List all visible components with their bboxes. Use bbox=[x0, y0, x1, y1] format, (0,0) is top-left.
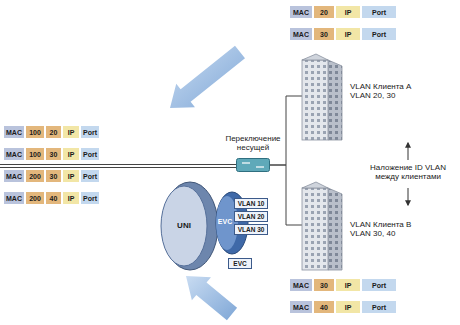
frame-field: IP bbox=[62, 191, 80, 205]
connector-wire bbox=[270, 165, 302, 225]
vlan-tag: VLAN 20 bbox=[234, 211, 268, 222]
frame-field: IP bbox=[62, 169, 80, 183]
carrier-switch-shape bbox=[236, 158, 270, 172]
frame-field: MAC bbox=[289, 278, 313, 292]
uni-port: VLAN 10VLAN 20VLAN 30EVCEVCUNI bbox=[158, 180, 274, 272]
frame-field: IP bbox=[335, 300, 361, 314]
evc-cylinder: VLAN 10 VLAN 20 VLAN 30EVC bbox=[214, 190, 264, 256]
frame-field: MAC bbox=[3, 147, 25, 161]
overlap-arrow bbox=[408, 188, 409, 205]
frame-field: 200 bbox=[25, 191, 45, 205]
frame-field: IP bbox=[62, 125, 80, 139]
evc-box: EVC bbox=[228, 258, 252, 269]
frame-field: MAC bbox=[289, 5, 313, 19]
frame-field: IP bbox=[62, 147, 80, 161]
frame-field: MAC bbox=[3, 191, 25, 205]
carrier-switch: Переключение несущей bbox=[236, 158, 270, 172]
frame-field: MAC bbox=[3, 125, 25, 139]
frame-field: IP bbox=[335, 5, 361, 19]
building-shape bbox=[298, 180, 346, 270]
frame-field: MAC bbox=[289, 27, 313, 41]
frame-field: Port bbox=[361, 27, 397, 41]
frame-field: Port bbox=[80, 191, 100, 205]
tag-text: VLAN 20 bbox=[235, 213, 267, 220]
frame-field: 200 bbox=[25, 169, 45, 183]
frame-field: 20 bbox=[313, 5, 335, 19]
frame-field: IP bbox=[335, 278, 361, 292]
frame-field: IP bbox=[335, 27, 361, 41]
node-label: VLAN Клиента B VLAN 30, 40 bbox=[350, 220, 420, 238]
vlan-tag: VLAN 30 bbox=[234, 224, 268, 235]
tag-text: EVC bbox=[229, 260, 251, 267]
vlan-tag: VLAN 10 bbox=[234, 198, 268, 209]
building: VLAN Клиента A VLAN 20, 30 bbox=[298, 52, 346, 140]
trunk-wire bbox=[0, 167, 236, 168]
frame-field: 40 bbox=[313, 300, 335, 314]
frame-field: 40 bbox=[45, 191, 62, 205]
frame-field: Port bbox=[80, 125, 100, 139]
frame-field: 30 bbox=[45, 147, 62, 161]
frame-field: 100 bbox=[25, 147, 45, 161]
frame-field: 20 bbox=[45, 125, 62, 139]
frame-field: 30 bbox=[45, 169, 62, 183]
note-text: Наложение ID VLAN между клиентами bbox=[363, 163, 453, 181]
trunk-wire bbox=[0, 164, 236, 165]
flow-arrow bbox=[186, 276, 237, 320]
building: VLAN Клиента B VLAN 30, 40 bbox=[298, 180, 346, 270]
node-label: VLAN Клиента A VLAN 20, 30 bbox=[350, 82, 420, 100]
frame-field: Port bbox=[361, 5, 397, 19]
frame-field: MAC bbox=[289, 300, 313, 314]
frame-field: Port bbox=[80, 169, 100, 183]
frame-field: Port bbox=[80, 147, 100, 161]
frame-field: Port bbox=[361, 278, 397, 292]
frame-field: 100 bbox=[25, 125, 45, 139]
frame-field: Port bbox=[361, 300, 397, 314]
flow-arrow bbox=[170, 46, 245, 108]
tag-text: VLAN 30 bbox=[235, 226, 267, 233]
node-label: EVC bbox=[215, 218, 235, 226]
building-shape bbox=[298, 52, 346, 140]
tag-text: VLAN 10 bbox=[235, 200, 267, 207]
frame-field: MAC bbox=[3, 169, 25, 183]
node-label: UNI bbox=[162, 221, 206, 230]
overlap-arrow bbox=[408, 143, 409, 160]
frame-field: 30 bbox=[313, 27, 335, 41]
connector-wire bbox=[270, 96, 302, 165]
node-label: Переключение несущей bbox=[213, 134, 293, 152]
frame-field: 30 bbox=[313, 278, 335, 292]
